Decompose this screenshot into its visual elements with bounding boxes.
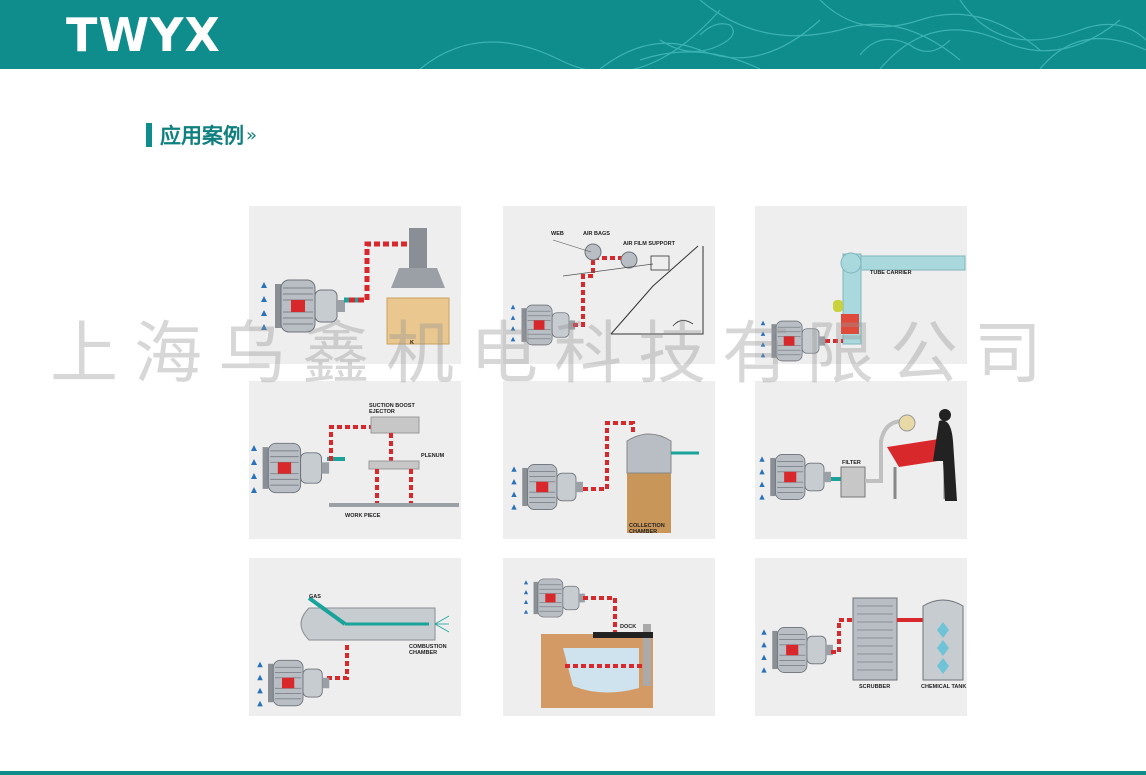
section-title: 应用案例 » — [146, 119, 257, 151]
tube-carrier-diagram-graphic — [760, 252, 966, 362]
web-diagram-graphic — [510, 239, 704, 346]
diagram-panel-combustion: GAS COMBUSTION CHAMBER — [249, 558, 461, 716]
panel-label: SCRUBBER — [859, 684, 891, 690]
header-band: TWYX — [0, 0, 1146, 69]
panel-label: COMBUSTION CHAMBER — [409, 644, 447, 656]
diagram-panel-hood: K — [249, 206, 461, 364]
combustion-diagram-graphic — [257, 596, 450, 707]
panel-label: COLLECTION CHAMBER — [629, 523, 665, 535]
collection-diagram-graphic — [511, 421, 699, 533]
panel-label: DOCK — [620, 624, 637, 630]
diagram-panel-ejector: SUCTION BOOST EJECTOR PLENUM WORK PIECE — [249, 381, 461, 539]
diagram-panel-scrubber: SCRUBBER CHEMICAL TANK — [755, 558, 967, 716]
panel-label: CHEMICAL TANK — [921, 684, 967, 690]
diagram-panel-dock: DOCK — [503, 558, 715, 716]
hood-diagram-graphic — [261, 228, 450, 345]
section-marker — [146, 123, 152, 147]
panel-label: FILTER — [842, 460, 861, 466]
panel-label: K — [410, 340, 414, 346]
footer-divider — [0, 771, 1146, 775]
panel-label: AIR BAGS — [583, 231, 610, 237]
diagram-panel-web: WEB AIR BAGS AIR FILM SUPPORT — [503, 206, 715, 364]
panel-label: PLENUM — [421, 453, 445, 459]
logo: TWYX — [66, 8, 221, 62]
filter-diagram-graphic — [759, 409, 957, 501]
double-chevron-icon: » — [246, 124, 258, 146]
panel-label: AIR FILM SUPPORT — [623, 241, 675, 247]
scrubber-diagram-graphic — [761, 597, 964, 681]
dock-diagram-graphic — [523, 578, 653, 708]
panel-label: SUCTION BOOST EJECTOR — [369, 403, 415, 415]
panel-label: TUBE CARRIER — [870, 270, 912, 276]
diagram-panel-collection: COLLECTION CHAMBER — [503, 381, 715, 539]
diagram-panel-tube-carrier: TUBE CARRIER — [755, 206, 967, 364]
diagram-panel-filter: FILTER — [755, 381, 967, 539]
panel-label: WEB — [551, 231, 564, 237]
ejector-diagram-graphic — [251, 416, 459, 507]
panel-label: GAS — [309, 594, 321, 600]
header-decoration — [419, 0, 1146, 69]
panel-label: WORK PIECE — [345, 513, 381, 519]
section-title-text: 应用案例 — [160, 124, 244, 148]
